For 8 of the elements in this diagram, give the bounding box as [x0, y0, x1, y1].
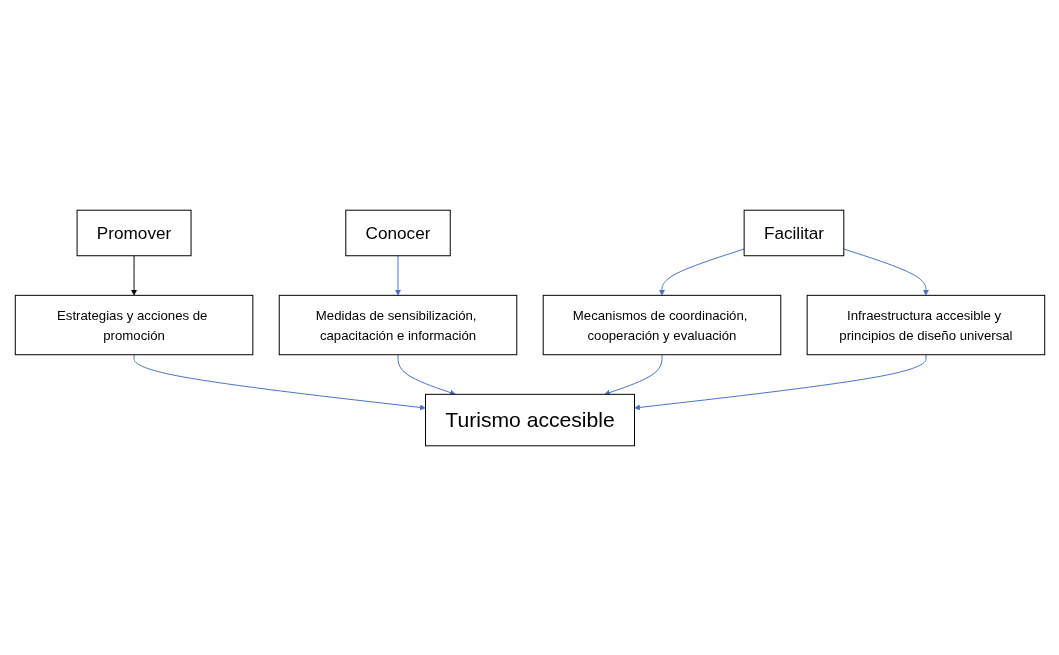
node-box: Estrategias y acciones de promoción: [14, 294, 253, 355]
node-box: Facilitar: [743, 209, 844, 256]
node-box: Conocer: [344, 209, 451, 256]
node-box: Mecanismos de coordinación, cooperación y evaluación: [542, 294, 781, 355]
node-box: Medidas de sensibilización, capacitación e información: [278, 294, 517, 355]
node-box: Infraestructura accesible y principios de diseño universal: [806, 294, 1045, 355]
node-box: Promover: [76, 209, 192, 256]
node-box: Turismo accesible: [424, 393, 635, 446]
